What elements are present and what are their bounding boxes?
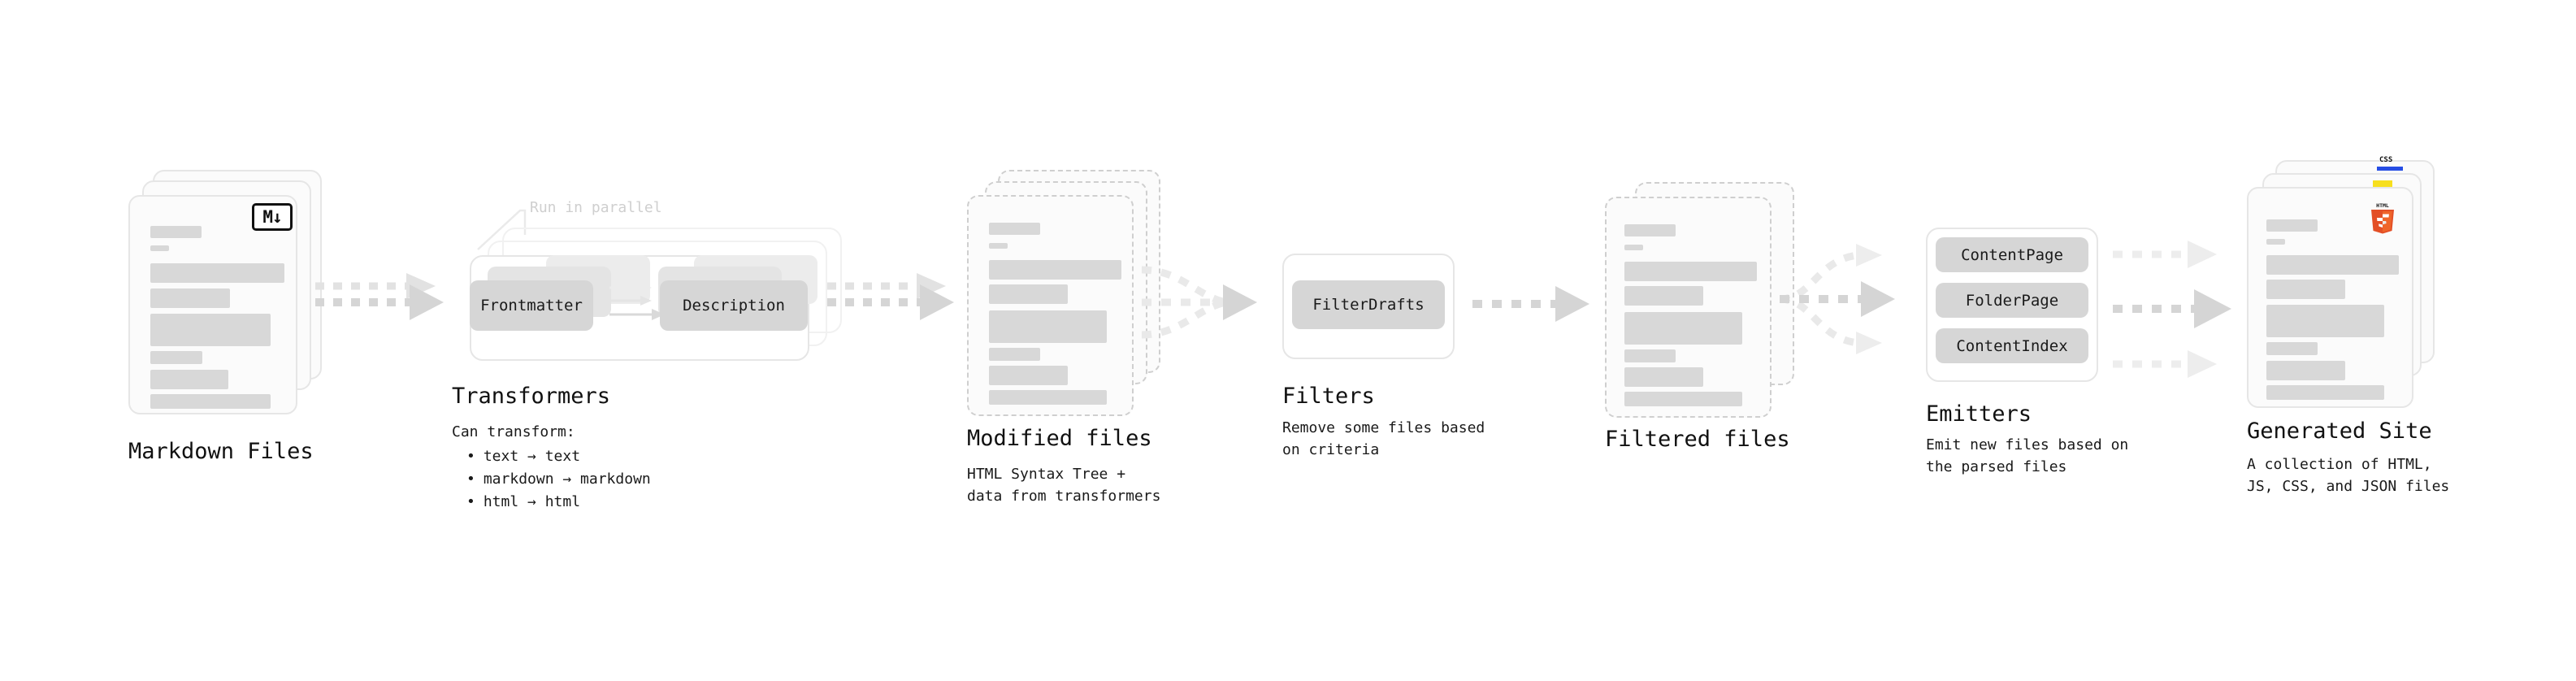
transformer-node-frontmatter[interactable]: Frontmatter [470,280,593,331]
skeleton-block [1624,312,1742,345]
transformers-list-item: html → html [466,491,651,514]
emitter-node-contentpage[interactable]: ContentPage [1936,237,2088,272]
stage-title-emitters: Emitters [1926,401,2032,427]
filter-node-filterdrafts[interactable]: FilterDrafts [1292,280,1445,329]
run-in-parallel-note: Run in parallel [530,199,662,216]
skeleton-block [150,394,271,409]
connector-filters-to-filtered [1472,286,1589,322]
skeleton-block [989,284,1068,304]
stage-title-markdown-files: Markdown Files [128,439,314,464]
skeleton-block [150,288,230,308]
skeleton-subtitle [989,243,1008,249]
emitter-node-contentindex[interactable]: ContentIndex [1936,328,2088,363]
skeleton-title [1624,224,1676,236]
skeleton-block [2266,385,2384,400]
connector-emitters-to-site [2113,241,2231,378]
markdown-file-card-front [128,195,297,414]
skeleton-block [1624,367,1703,387]
run-in-parallel-leader-line [477,209,527,250]
skeleton-subtitle [2266,239,2285,245]
stage-title-modified-files: Modified files [967,426,1152,451]
transformer-inner-arrows [609,283,665,320]
skeleton-title [2266,219,2318,232]
skeleton-block [150,370,228,389]
skeleton-block [150,351,202,364]
skeleton-block [1624,392,1742,406]
skeleton-block [2266,361,2345,380]
css-badge-label: CSS [2379,156,2393,164]
css-badge [2377,167,2403,171]
skeleton-block [2266,255,2399,275]
filtered-file-card-front [1605,197,1772,418]
skeleton-block [1624,349,1676,362]
stage-title-filters: Filters [1282,384,1375,409]
skeleton-block [2266,305,2384,337]
connector-transformers-to-modified [827,273,954,320]
transformer-node-description[interactable]: Description [660,280,808,331]
stage-title-generated-site: Generated Site [2247,419,2432,444]
connector-markdown-to-transformers [315,273,444,320]
skeleton-block [989,348,1040,361]
skeleton-block [2266,280,2345,299]
stage-subtitle-generated-site: A collection of HTML, JS, CSS, and JSON … [2247,456,2450,495]
stage-subtitle-emitters: Emit new files based on the parsed files [1926,436,2129,475]
skeleton-block [1624,262,1757,281]
stage-title-filtered-files: Filtered files [1605,427,1790,452]
skeleton-block [150,263,284,283]
stage-title-transformers: Transformers [452,384,611,409]
skeleton-title [989,223,1040,235]
connector-modified-to-filters [1141,266,1257,339]
emitter-node-folderpage[interactable]: FolderPage [1936,283,2088,318]
skeleton-block [989,310,1107,343]
skeleton-title [150,226,202,238]
markdown-badge: M↓ [252,203,293,231]
skeleton-block [989,390,1107,405]
transformers-list-item: markdown → markdown [466,468,651,491]
html5-icon: HTML [2371,202,2394,234]
skeleton-block [150,314,271,346]
transformers-list-item: text → text [466,445,651,468]
skeleton-subtitle [150,245,169,251]
skeleton-block [1624,286,1703,306]
skeleton-block [2266,342,2318,355]
skeleton-subtitle [1624,245,1643,250]
transformers-capability-list: Can transform: text → text markdown → ma… [452,421,651,514]
svg-text:HTML: HTML [2376,202,2389,209]
stage-subtitle-filters: Remove some files based on criteria [1282,419,1485,458]
transformers-list-lead: Can transform: [452,423,575,440]
skeleton-block [989,366,1068,385]
connector-filtered-to-emitters [1779,244,1895,354]
stage-subtitle-modified-files: HTML Syntax Tree + data from transformer… [967,466,1161,505]
modified-file-card-front [967,195,1134,416]
skeleton-block [989,260,1121,280]
